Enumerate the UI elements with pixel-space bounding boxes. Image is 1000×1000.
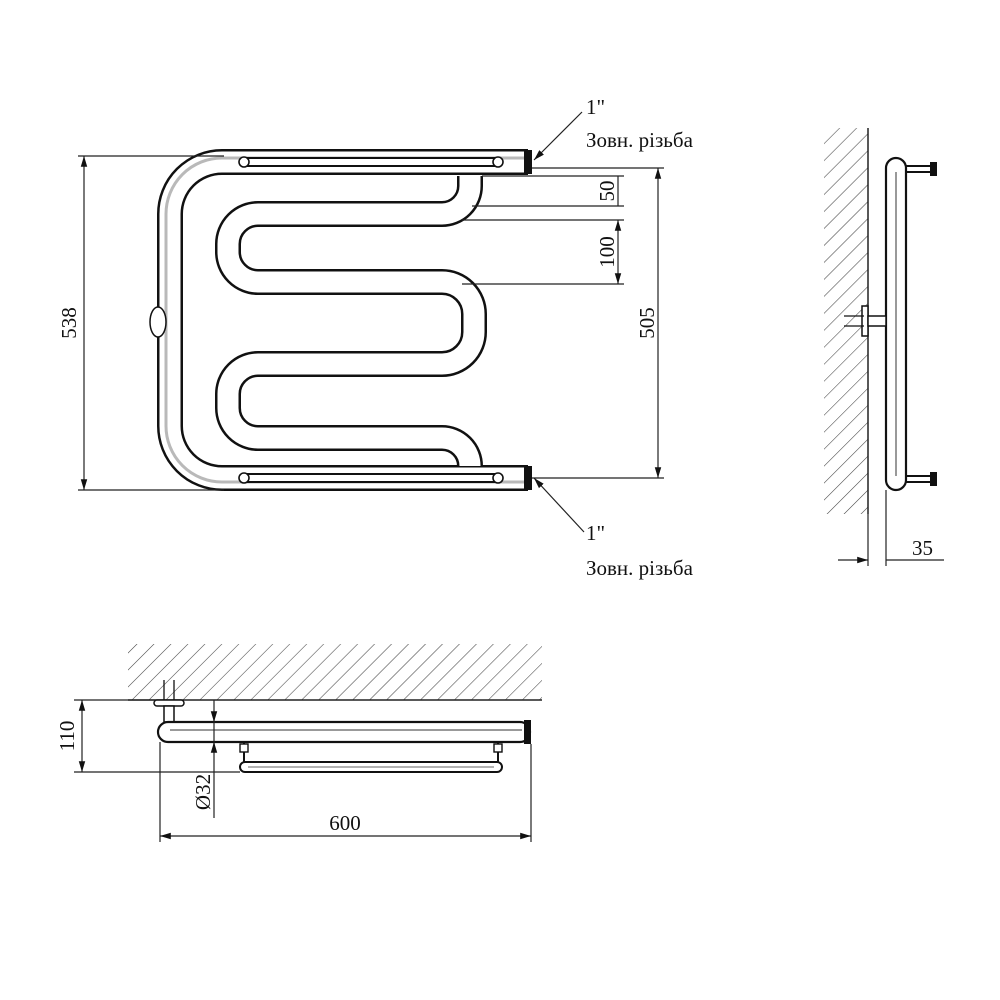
dim-505-label: 505 bbox=[635, 307, 659, 339]
dim-538-label: 538 bbox=[57, 307, 81, 339]
side-wall-hatch bbox=[824, 128, 868, 514]
top-wall-hatch bbox=[128, 644, 542, 700]
top-view-shelf-bar bbox=[239, 742, 503, 773]
dim-diameter-label: Ø32 bbox=[191, 774, 215, 810]
bottom-note-size: 1" bbox=[586, 521, 605, 545]
front-view: 538 505 50 100 1" Зовн. різьба bbox=[57, 95, 694, 580]
side-wall-bracket bbox=[844, 305, 887, 337]
side-top-connection bbox=[906, 162, 937, 176]
bottom-thread-note: 1" Зовн. різьба bbox=[533, 477, 694, 580]
top-shelf-bar bbox=[238, 156, 504, 168]
serpentine-pipe bbox=[215, 176, 487, 467]
dimension-diameter: Ø32 bbox=[191, 700, 218, 818]
top-note-size: 1" bbox=[586, 95, 605, 119]
dimension-50: 50 bbox=[472, 175, 624, 207]
dimension-110: 110 bbox=[55, 699, 240, 773]
dimension-35: 35 bbox=[838, 490, 944, 566]
dim-600-label: 600 bbox=[329, 811, 361, 835]
side-bottom-connection bbox=[906, 472, 937, 486]
wall-bracket bbox=[149, 306, 167, 338]
top-view: 110 Ø32 600 bbox=[55, 644, 542, 842]
side-pipe bbox=[884, 156, 908, 492]
bottom-note-thread: Зовн. різьба bbox=[586, 556, 694, 580]
dimension-100: 100 bbox=[462, 219, 624, 285]
dim-100-label: 100 bbox=[595, 236, 619, 268]
bottom-connection-end bbox=[524, 466, 532, 490]
bottom-shelf-bar bbox=[238, 472, 504, 484]
dimension-538: 538 bbox=[57, 155, 224, 491]
top-note-thread: Зовн. різьба bbox=[586, 128, 694, 152]
top-connection-end bbox=[524, 150, 532, 174]
dimension-600: 600 bbox=[159, 742, 532, 842]
dim-110-label: 110 bbox=[55, 721, 79, 752]
dim-50-label: 50 bbox=[595, 181, 619, 202]
dimension-505: 505 bbox=[532, 167, 664, 479]
dim-35-label: 35 bbox=[912, 536, 933, 560]
top-thread-note: 1" Зовн. різьба bbox=[533, 95, 694, 161]
side-view: 35 bbox=[824, 128, 944, 566]
top-pipe bbox=[156, 720, 532, 744]
